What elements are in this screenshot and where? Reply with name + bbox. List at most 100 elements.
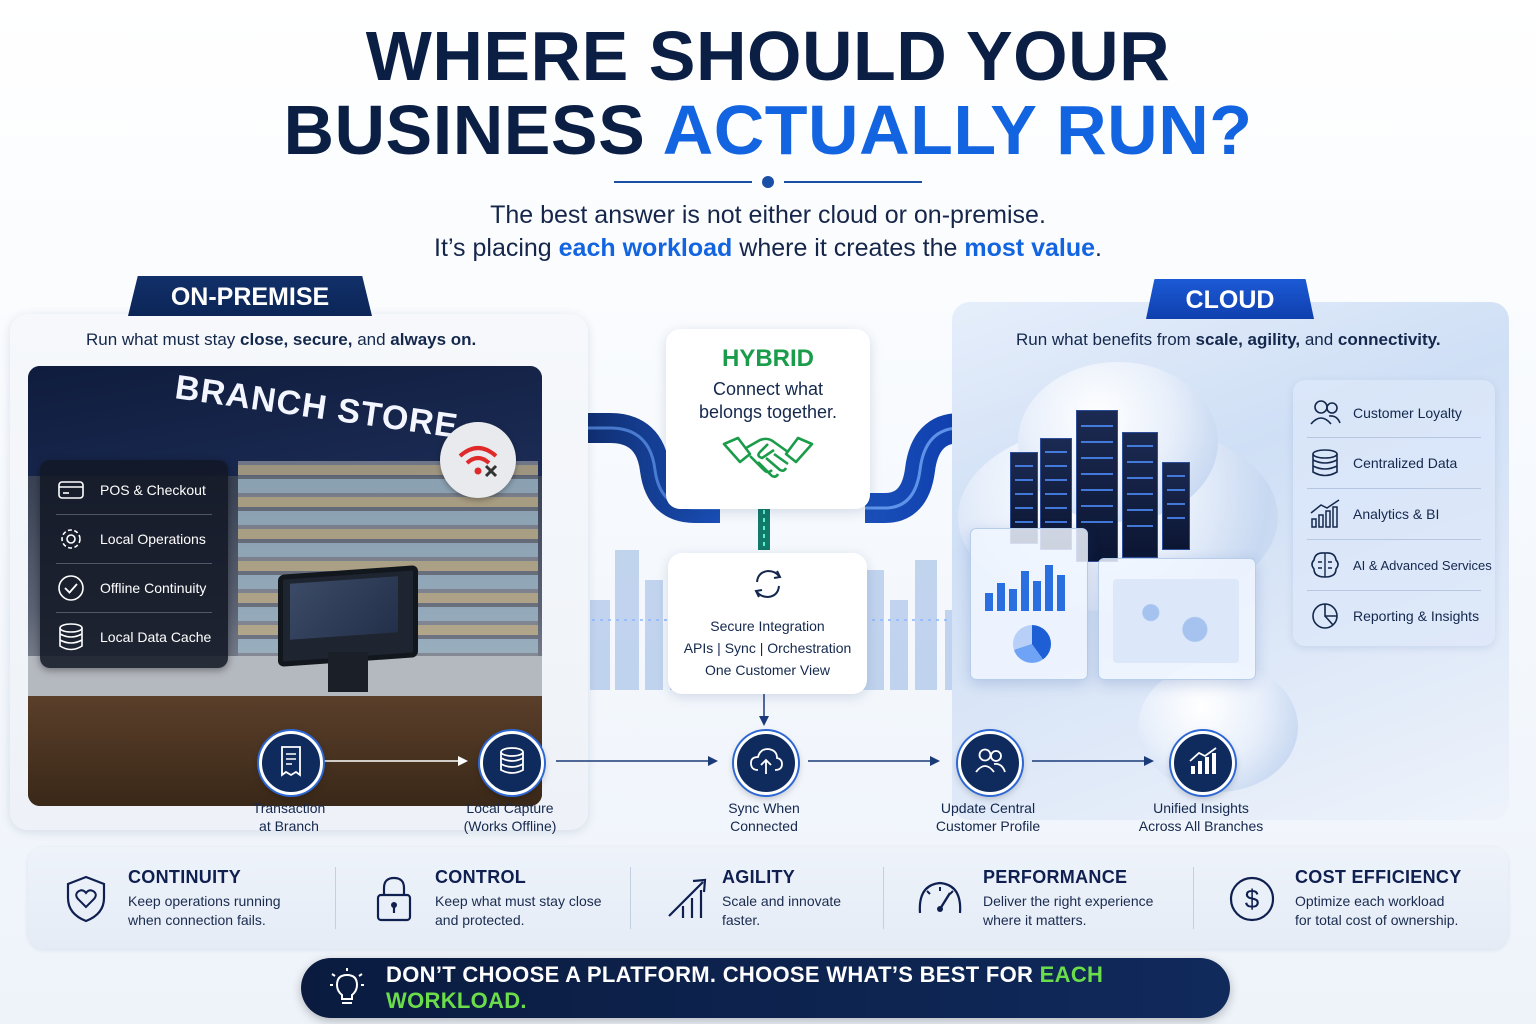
- subtitle-emphasis: most value: [964, 234, 1095, 262]
- list-item-offline-continuity: Offline Continuity: [40, 564, 228, 612]
- on-premise-caption: Run what must stay close, secure, and al…: [86, 330, 476, 350]
- benefit-agility: AGILITY Scale and innovate faster.: [662, 847, 902, 949]
- sync-icon: [668, 567, 867, 601]
- brain-icon: [1307, 547, 1343, 583]
- caption-text: Run what benefits from: [1016, 330, 1196, 349]
- cloud-caption: Run what benefits from scale, agility, a…: [1016, 330, 1441, 350]
- list-item-label: AI & Advanced Services: [1353, 557, 1492, 573]
- benefit-performance: PERFORMANCE Deliver the right experience…: [914, 847, 1194, 949]
- database-icon: [56, 622, 86, 652]
- benefit-title: AGILITY: [722, 867, 796, 887]
- banner-text-main: DON’T CHOOSE A PLATFORM. CHOOSE WHAT’S B…: [386, 962, 1040, 987]
- users-icon: [1307, 395, 1343, 431]
- flow-label-local-capture: Local Capture (Works Offline): [420, 799, 600, 835]
- caption-text: and: [1300, 330, 1338, 349]
- benefit-line: and protected.: [435, 912, 525, 928]
- title-line-2-accent: ACTUALLY RUN?: [662, 90, 1253, 169]
- list-item-label: Centralized Data: [1353, 455, 1458, 471]
- benefit-title: PERFORMANCE: [983, 867, 1128, 887]
- secure-integration-card: Secure Integration APIs | Sync | Orchest…: [668, 553, 867, 694]
- subtitle-line-1: The best answer is not either cloud or o…: [490, 201, 1046, 229]
- subtitle-text: .: [1095, 234, 1102, 262]
- flow-node-sync: [734, 731, 798, 795]
- hybrid-card: HYBRID Connect what belongs together.: [666, 329, 870, 509]
- chart-icon: [1307, 496, 1343, 532]
- cloud-tab: CLOUD: [1146, 279, 1314, 319]
- cloud-upload-icon: [749, 746, 783, 781]
- list-item-customer-loyalty: Customer Loyalty: [1293, 388, 1495, 438]
- title-line-1: WHERE SHOULD YOUR: [365, 17, 1171, 95]
- benefit-line: where it matters.: [983, 912, 1087, 928]
- flow-label-line: Across All Branches: [1138, 818, 1264, 834]
- benefit-title: COST EFFICIENCY: [1295, 867, 1462, 887]
- benefit-line: Scale and innovate: [722, 893, 842, 909]
- subtitle-text: It’s placing: [434, 234, 559, 262]
- list-item-label: Analytics & BI: [1353, 506, 1440, 522]
- receipt-icon: [276, 745, 306, 782]
- lock-icon: [368, 873, 420, 925]
- gear-icon: [56, 524, 86, 554]
- pie-icon: [1307, 598, 1343, 634]
- caption-text: and: [352, 330, 391, 349]
- dollar-icon: $: [1226, 873, 1278, 925]
- check-circle-icon: [56, 573, 86, 603]
- flow-label-line: Connected: [730, 818, 798, 834]
- users-icon: [974, 746, 1006, 781]
- list-item-local-data-cache: Local Data Cache: [40, 613, 228, 661]
- svg-text:$: $: [1245, 884, 1260, 914]
- flow-label-line: at Branch: [259, 818, 319, 834]
- database-icon: [1307, 445, 1343, 481]
- list-item-label: Customer Loyalty: [1353, 405, 1462, 421]
- list-item-pos-checkout: POS & Checkout: [40, 466, 228, 514]
- benefit-line: Keep operations running: [128, 893, 281, 909]
- card-icon: [56, 475, 86, 505]
- caption-emphasis: always on.: [390, 330, 477, 349]
- analytics-dashboard-image: [970, 528, 1088, 680]
- list-item-ai-advanced-services: AI & Advanced Services: [1293, 540, 1495, 590]
- banner-text-highlight: EACH WORKLOAD.: [386, 962, 1104, 1013]
- flow-label-line: Update Central: [940, 800, 1036, 816]
- flow-label-line: (Works Offline): [463, 818, 557, 834]
- list-item-reporting-insights: Reporting & Insights: [1293, 591, 1495, 641]
- benefit-line: Deliver the right experience: [983, 893, 1154, 909]
- flow-label-line: Customer Profile: [935, 818, 1041, 834]
- list-item-centralized-data: Centralized Data: [1293, 438, 1495, 488]
- hybrid-subtitle: Connect what belongs together.: [666, 378, 870, 424]
- title-line-2-plain: BUSINESS: [283, 90, 663, 169]
- benefit-cost-efficiency: $ COST EFFICIENCY Optimize each workload…: [1226, 847, 1496, 949]
- flow-label-line: Unified Insights: [1153, 800, 1249, 816]
- growth-icon: [662, 873, 714, 925]
- shield-heart-icon: [60, 873, 112, 925]
- handshake-icon: [666, 430, 870, 489]
- database-icon: [498, 746, 526, 781]
- list-item-local-operations: Local Operations: [40, 515, 228, 563]
- call-to-action-banner: DON’T CHOOSE A PLATFORM. CHOOSE WHAT’S B…: [301, 958, 1230, 1018]
- benefit-description: Deliver the right experience where it mat…: [983, 892, 1183, 930]
- title-divider: [614, 176, 922, 188]
- banner-text: DON’T CHOOSE A PLATFORM. CHOOSE WHAT’S B…: [386, 962, 1230, 1014]
- benefit-title: CONTROL: [435, 867, 527, 887]
- flow-node-unified-insights: [1171, 731, 1235, 795]
- flow-label-line: Local Capture: [466, 800, 554, 816]
- benefit-description: Scale and innovate faster.: [722, 892, 922, 930]
- flow-node-transaction: [259, 731, 323, 795]
- caption-emphasis: scale, agility,: [1195, 330, 1301, 349]
- benefit-line: for total cost of ownership.: [1295, 912, 1459, 928]
- flow-label-line: Transaction: [252, 800, 326, 816]
- cloud-workload-list: Customer Loyalty Centralized Data Analyt…: [1293, 380, 1495, 646]
- flow-label-line: Sync When: [728, 800, 800, 816]
- flow-node-local-capture: [480, 731, 544, 795]
- list-item-analytics-bi: Analytics & BI: [1293, 489, 1495, 539]
- hybrid-title: HYBRID: [721, 345, 814, 372]
- integration-detail: One Customer View: [704, 662, 830, 678]
- benefit-line: faster.: [722, 912, 761, 928]
- caption-emphasis: close, secure,: [240, 330, 353, 349]
- subtitle-emphasis: each workload: [558, 234, 733, 262]
